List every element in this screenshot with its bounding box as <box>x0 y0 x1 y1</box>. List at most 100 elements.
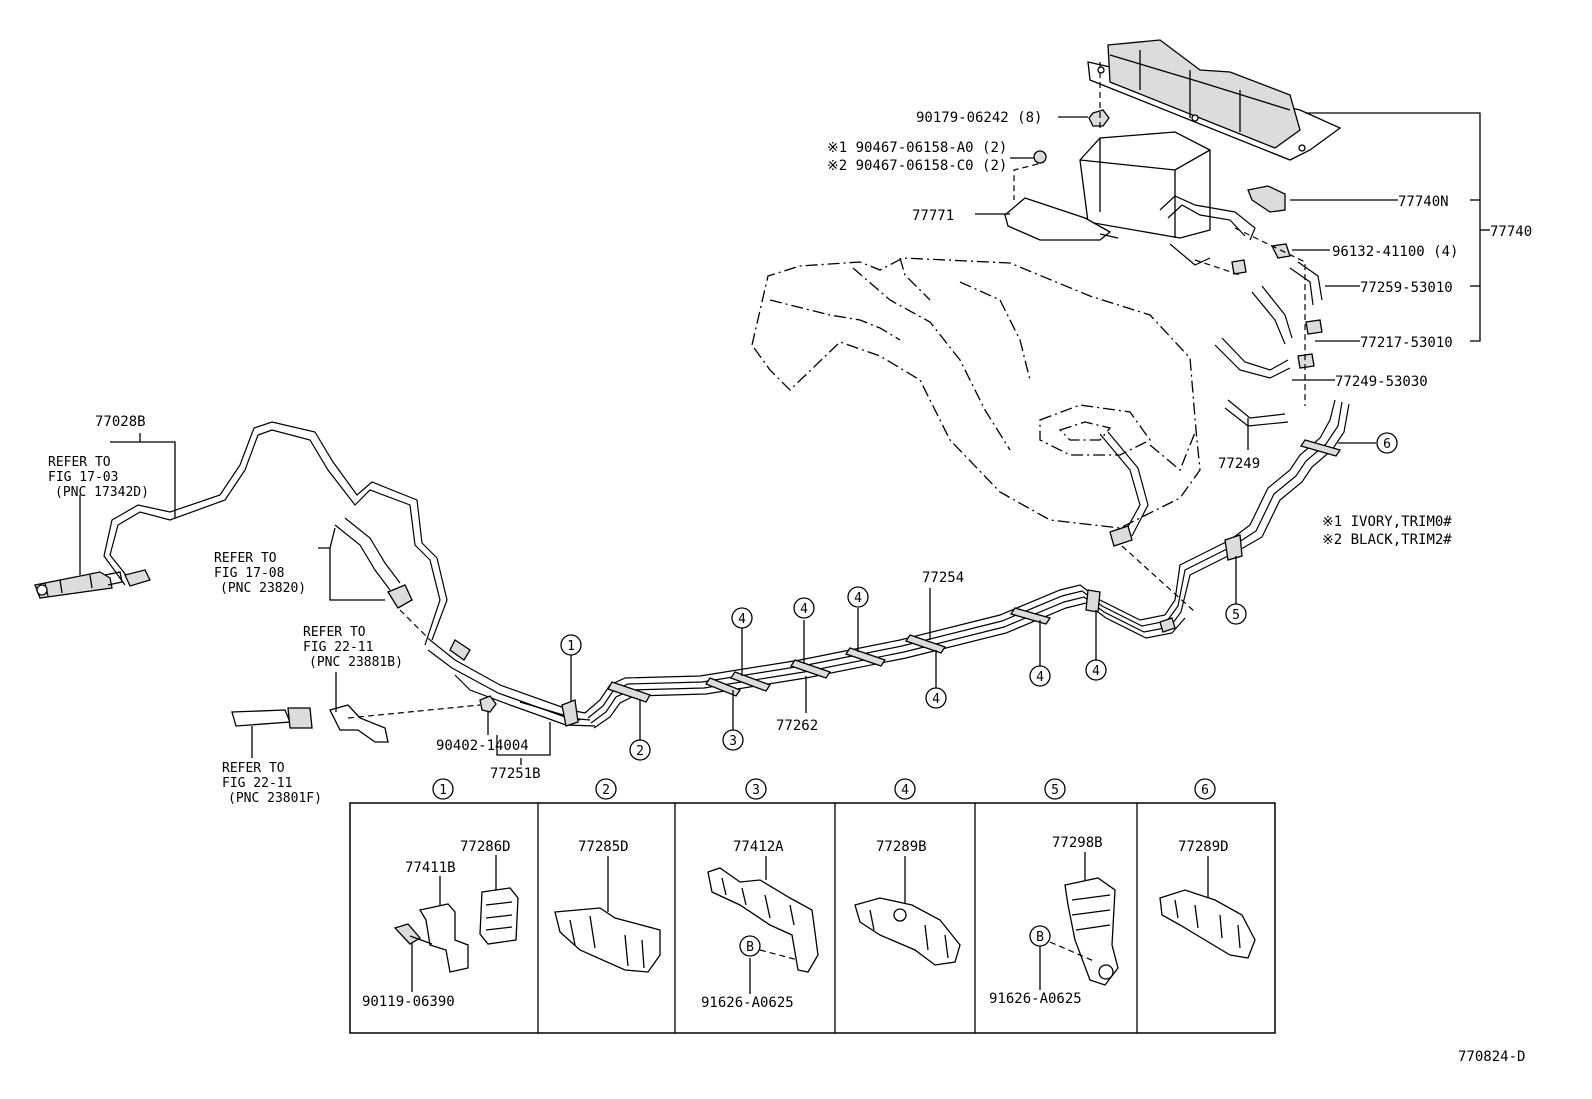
callout-6-icon: 6 <box>1376 432 1398 454</box>
label-90467-c0: ※2 90467-06158-C0 (2) <box>827 158 1007 174</box>
hose-refer-23801F <box>231 707 313 729</box>
label-77028B: 77028B <box>95 414 146 430</box>
svg-text:6: 6 <box>1383 437 1391 452</box>
callout-4b-icon: 4 <box>793 597 815 619</box>
panel3-part-91626: 91626-A0625 <box>701 995 794 1011</box>
note-ivory: ※1 IVORY,TRIM0# <box>1322 514 1452 530</box>
callout-4a-icon: 4 <box>731 607 753 629</box>
panel5-part-77298B: 77298B <box>1052 835 1103 851</box>
canister-cover <box>1087 39 1342 161</box>
refer-to-blocks: REFER TO FIG 17-03 (PNC 17342D) REFER TO… <box>48 455 403 806</box>
clamp-markers <box>561 439 1342 727</box>
fuel-line-77254 <box>584 399 1350 729</box>
callout-B-panel3-icon: B <box>739 935 761 957</box>
panel-num-5-icon: 5 <box>1044 778 1066 800</box>
callout-circles: 1 2 3 4 4 4 4 4 4 5 6 <box>560 432 1398 761</box>
fuel-filter <box>34 571 123 599</box>
grommet-90402 <box>479 695 497 713</box>
svg-text:2: 2 <box>636 744 644 759</box>
clip-77289D <box>1159 889 1256 959</box>
svg-text:3: 3 <box>729 734 737 749</box>
panel1-part-77286D: 77286D <box>460 839 511 855</box>
svg-text:3: 3 <box>752 783 760 798</box>
vent-hoses <box>1159 185 1323 427</box>
refer1-line3: (PNC 17342D) <box>55 485 149 500</box>
svg-text:4: 4 <box>1036 670 1044 685</box>
panel-num-2-icon: 2 <box>595 778 617 800</box>
label-90402: 90402-14004 <box>436 738 529 754</box>
panel5-part-91626: 91626-A0625 <box>989 991 1082 1007</box>
label-77249: 77249 <box>1218 456 1260 472</box>
label-77251B: 77251B <box>490 766 541 782</box>
panel1-part-90119: 90119-06390 <box>362 994 455 1010</box>
label-77249-53030: 77249-53030 <box>1335 374 1428 390</box>
label-77740N: 77740N <box>1398 194 1449 210</box>
refer1-line2: FIG 17-03 <box>48 470 118 485</box>
svg-text:2: 2 <box>602 783 610 798</box>
callout-3-icon: 3 <box>722 729 744 751</box>
svg-text:1: 1 <box>567 639 575 654</box>
label-77254: 77254 <box>922 570 964 586</box>
svg-text:6: 6 <box>1201 783 1209 798</box>
svg-text:4: 4 <box>901 783 909 798</box>
clip-77285D <box>554 907 661 973</box>
clip-77412A <box>707 867 819 973</box>
nut-icon <box>1088 109 1110 127</box>
bracket-refer-23881B <box>329 704 389 743</box>
refer3-line3: (PNC 23881B) <box>309 655 403 670</box>
callout-B-panel5-icon: B <box>1029 925 1051 947</box>
panel3-part-77412A: 77412A <box>733 839 784 855</box>
label-90179: 90179-06242 (8) <box>916 110 1042 126</box>
refer4-line3: (PNC 23801F) <box>228 791 322 806</box>
svg-text:B: B <box>746 940 754 955</box>
label-90467-a0: ※1 90467-06158-A0 (2) <box>827 140 1007 156</box>
clip-77298B <box>1064 877 1119 986</box>
canister-body <box>1079 131 1211 239</box>
svg-text:1: 1 <box>439 783 447 798</box>
refer3-line2: FIG 22-11 <box>303 640 373 655</box>
svg-text:4: 4 <box>738 612 746 627</box>
note-black: ※2 BLACK,TRIM2# <box>1322 532 1452 548</box>
figure-id: 770824-D <box>1458 1049 1525 1065</box>
label-77259: 77259-53010 <box>1360 280 1453 296</box>
panel-num-4-icon: 4 <box>894 778 916 800</box>
refer3-line1: REFER TO <box>303 625 366 640</box>
bracket-77411B <box>418 903 469 973</box>
callout-2-icon: 2 <box>629 739 651 761</box>
grommet-icon <box>1033 150 1047 164</box>
svg-text:4: 4 <box>800 602 808 617</box>
label-77217: 77217-53010 <box>1360 335 1453 351</box>
panel-num-1-icon: 1 <box>432 778 454 800</box>
label-96132: 96132-41100 (4) <box>1332 244 1458 260</box>
callout-5-icon: 5 <box>1225 603 1247 625</box>
detail-panel: 1 2 3 4 5 6 77286D 77411B 90119-06390 77… <box>349 778 1276 1034</box>
panel1-part-77411B: 77411B <box>405 860 456 876</box>
panel-num-6-icon: 6 <box>1194 778 1216 800</box>
svg-text:5: 5 <box>1232 608 1240 623</box>
callout-4d-icon: 4 <box>925 687 947 709</box>
refer2-line2: FIG 17-08 <box>214 566 284 581</box>
panel2-part-77285D: 77285D <box>578 839 629 855</box>
callout-4f-icon: 4 <box>1085 659 1107 681</box>
panel4-part-77289B: 77289B <box>876 839 927 855</box>
refer2-line3: (PNC 23820) <box>220 581 306 596</box>
panel-num-3-icon: 3 <box>745 778 767 800</box>
bolt-90119 <box>393 923 433 945</box>
svg-text:4: 4 <box>1092 664 1100 679</box>
notes: ※1 IVORY,TRIM0# ※2 BLACK,TRIM2# <box>1322 514 1452 548</box>
svg-text:5: 5 <box>1051 783 1059 798</box>
hose-refer-23820 <box>334 517 413 609</box>
panel6-part-77289D: 77289D <box>1178 839 1229 855</box>
refer1-line1: REFER TO <box>48 455 111 470</box>
callout-1-icon: 1 <box>560 634 582 656</box>
fuel-tank-outline <box>751 257 1201 529</box>
part-labels: 90179-06242 (8) ※1 90467-06158-A0 (2) ※2… <box>95 110 1532 782</box>
canister-bracket <box>1004 197 1119 241</box>
clip-77289B <box>854 897 961 966</box>
label-77740: 77740 <box>1490 224 1532 240</box>
callout-4e-icon: 4 <box>1029 665 1051 687</box>
svg-text:4: 4 <box>854 591 862 606</box>
fuel-line-77028B <box>103 421 448 646</box>
svg-text:4: 4 <box>932 692 940 707</box>
